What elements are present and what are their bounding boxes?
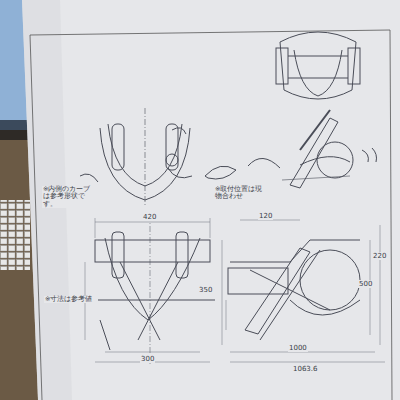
handwritten-note: ※取付位置は現物合わせ [214, 186, 268, 201]
dimension-value: 420 [142, 213, 157, 221]
handwritten-note: ※内側のカーブは参考形状です。 [42, 186, 96, 208]
dimension-value: 1000 [288, 344, 308, 352]
dimension-value: 350 [198, 286, 213, 294]
dimension-value: 300 [140, 355, 155, 363]
dimension-value: 500 [358, 280, 373, 288]
dimension-value: 1063.6 [292, 365, 319, 373]
dimension-value: 220 [372, 252, 387, 260]
handwritten-note: ※寸法は参考値 [44, 296, 98, 303]
dimension-value: 120 [258, 212, 273, 220]
